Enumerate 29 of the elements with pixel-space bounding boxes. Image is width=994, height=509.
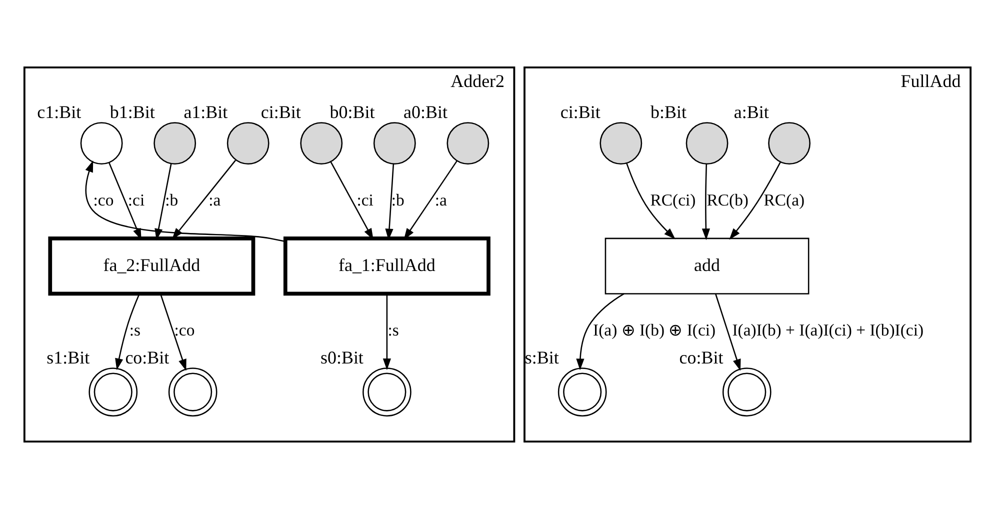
edge-label: :b — [164, 190, 178, 210]
edge-label: I(a) ⊕ I(b) ⊕ I(ci) — [592, 320, 716, 340]
edge-label: :a — [434, 190, 446, 210]
node-label: b1:Bit — [109, 102, 154, 122]
node-label: c1:Bit — [36, 102, 81, 122]
edge-label: :co — [92, 190, 114, 210]
edge-label: :b — [390, 190, 404, 210]
node-label: b:Bit — [650, 102, 686, 122]
node-label: co:Bit — [124, 347, 169, 368]
edge-label: :co — [174, 320, 194, 340]
node-label: s0:Bit — [320, 347, 363, 368]
edge-label: RC(b) — [706, 190, 748, 210]
edge-label: :ci — [127, 190, 144, 210]
edge-label: RC(ci) — [650, 190, 696, 210]
node-label: s:Bit — [524, 347, 558, 368]
node-label: ci:Bit — [560, 102, 600, 122]
edge-label: RC(a) — [763, 190, 804, 210]
edge-label: :s — [128, 320, 140, 340]
edge-label: :ci — [356, 190, 373, 210]
edge-label: :s — [387, 320, 398, 340]
edge-label: I(a)I(b) + I(a)I(ci) + I(b)I(ci) — [732, 320, 924, 340]
node-label: a0:Bit — [403, 102, 447, 122]
node-label: b0:Bit — [329, 102, 374, 122]
node-label: ci:Bit — [260, 102, 300, 122]
node-label: co:Bit — [678, 347, 723, 368]
node-label: s1:Bit — [46, 347, 90, 368]
node-label: a:Bit — [733, 102, 768, 122]
node-label: a1:Bit — [183, 102, 228, 122]
edge-label: :a — [208, 190, 220, 210]
